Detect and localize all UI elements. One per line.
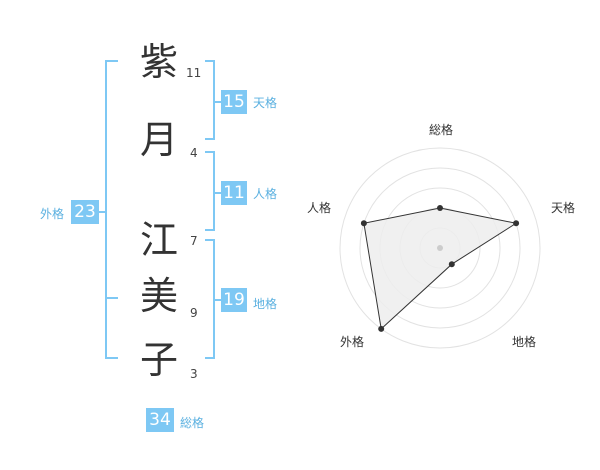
jinkaku-value: 11 — [221, 181, 247, 205]
radar-point-4 — [360, 220, 367, 227]
soukaku-label: 総格 — [180, 416, 205, 430]
jinkaku-label: 人格 — [253, 187, 278, 201]
radar-area — [363, 207, 518, 330]
name-char-1: 紫 — [139, 40, 178, 84]
stroke-count-3: 7 — [190, 234, 198, 248]
tenkaku-value: 15 — [221, 90, 247, 114]
radar-point-1 — [513, 220, 520, 227]
radar-ring-5 — [339, 147, 541, 349]
name-char-5: 子 — [139, 338, 178, 382]
chikaku-value: 19 — [221, 288, 247, 312]
radar-point-2 — [448, 261, 455, 268]
name-char-3: 江 — [139, 218, 178, 262]
tenkaku-label: 天格 — [253, 96, 278, 110]
radar-point-3 — [378, 325, 385, 332]
radar-ring-4 — [359, 167, 521, 329]
stroke-count-4: 9 — [190, 306, 198, 320]
soukaku-value: 34 — [146, 408, 174, 432]
stroke-count-5: 3 — [190, 367, 198, 381]
name-char-2: 月 — [139, 118, 178, 162]
radar-label-jinkaku: 人格 — [307, 200, 331, 215]
radar-label-tenkaku: 天格 — [551, 200, 575, 215]
radar-points — [360, 205, 520, 332]
stroke-count-1: 11 — [186, 66, 202, 80]
radar-point-0 — [437, 205, 443, 211]
name-char-4: 美 — [139, 274, 178, 318]
chikaku-label: 地格 — [253, 297, 278, 311]
radar-label-chikaku: 地格 — [512, 334, 536, 349]
gaikaku-value: 23 — [71, 200, 99, 224]
stroke-count-2: 4 — [190, 146, 198, 160]
radar-label-gaikaku: 外格 — [340, 334, 364, 349]
radar-center-dot — [437, 245, 443, 251]
gaikaku-label: 外格 — [40, 207, 65, 221]
radar-label-soukaku: 総格 — [429, 122, 453, 137]
